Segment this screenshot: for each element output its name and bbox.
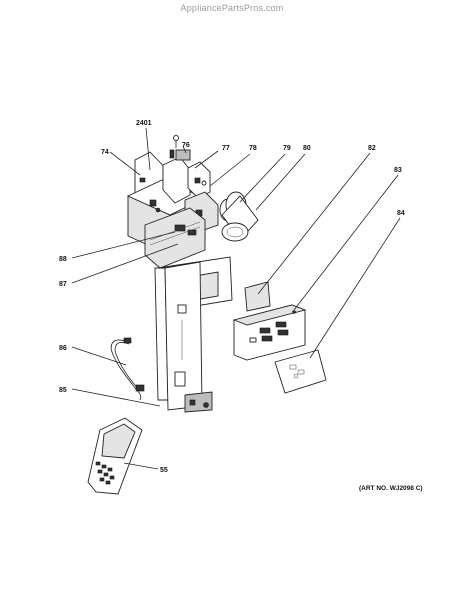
callout-78: 78 bbox=[249, 145, 257, 152]
callout-87: 87 bbox=[59, 281, 67, 288]
control-decal-plate bbox=[274, 349, 327, 394]
control-board bbox=[232, 304, 307, 361]
callout-83: 83 bbox=[394, 167, 402, 174]
callout-86: 86 bbox=[59, 345, 67, 352]
callout-labels: 2401 76 77 78 79 80 74 82 83 84 88 87 86… bbox=[59, 120, 405, 474]
mid-control-block bbox=[144, 207, 206, 269]
watermark: AppliancePartsPros.com bbox=[180, 3, 284, 13]
callout-76: 76 bbox=[182, 142, 190, 149]
filter-card bbox=[244, 281, 271, 312]
callout-84: 84 bbox=[397, 210, 405, 217]
wire-harness bbox=[110, 337, 145, 401]
callout-2401: 2401 bbox=[136, 120, 152, 127]
callout-79: 79 bbox=[283, 145, 291, 152]
callout-55: 55 bbox=[160, 467, 168, 474]
top-fixtures bbox=[162, 135, 211, 204]
motor-fan bbox=[184, 191, 259, 242]
remote-control bbox=[87, 417, 143, 495]
callout-88: 88 bbox=[59, 256, 67, 263]
callout-80: 80 bbox=[303, 145, 311, 152]
callout-82: 82 bbox=[368, 145, 376, 152]
callout-74: 74 bbox=[101, 149, 109, 156]
callout-77: 77 bbox=[222, 145, 230, 152]
leader-lines bbox=[71, 127, 401, 470]
callout-85: 85 bbox=[59, 387, 67, 394]
art-number: (ART NO. WJ2098 C) bbox=[359, 485, 423, 492]
main-panel bbox=[154, 256, 233, 413]
